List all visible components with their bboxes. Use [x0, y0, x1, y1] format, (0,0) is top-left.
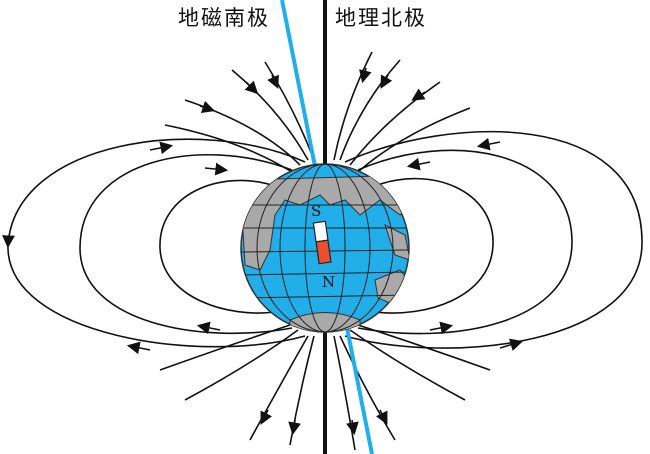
magnet-north-label: N: [322, 273, 335, 291]
continents: [241, 164, 409, 332]
magnet-south-label: S: [311, 202, 321, 220]
field-loop-right-inner: [374, 177, 494, 314]
bar-magnet: [312, 220, 332, 265]
geomagnetic-south-pole-label: 地磁南极: [178, 6, 270, 30]
field-loop-left-outer: [2, 138, 306, 348]
geographic-north-pole-label: 地理北极: [335, 6, 427, 30]
field-loop-right-outer: [344, 130, 643, 349]
field-loop-left-inner: [159, 179, 276, 314]
